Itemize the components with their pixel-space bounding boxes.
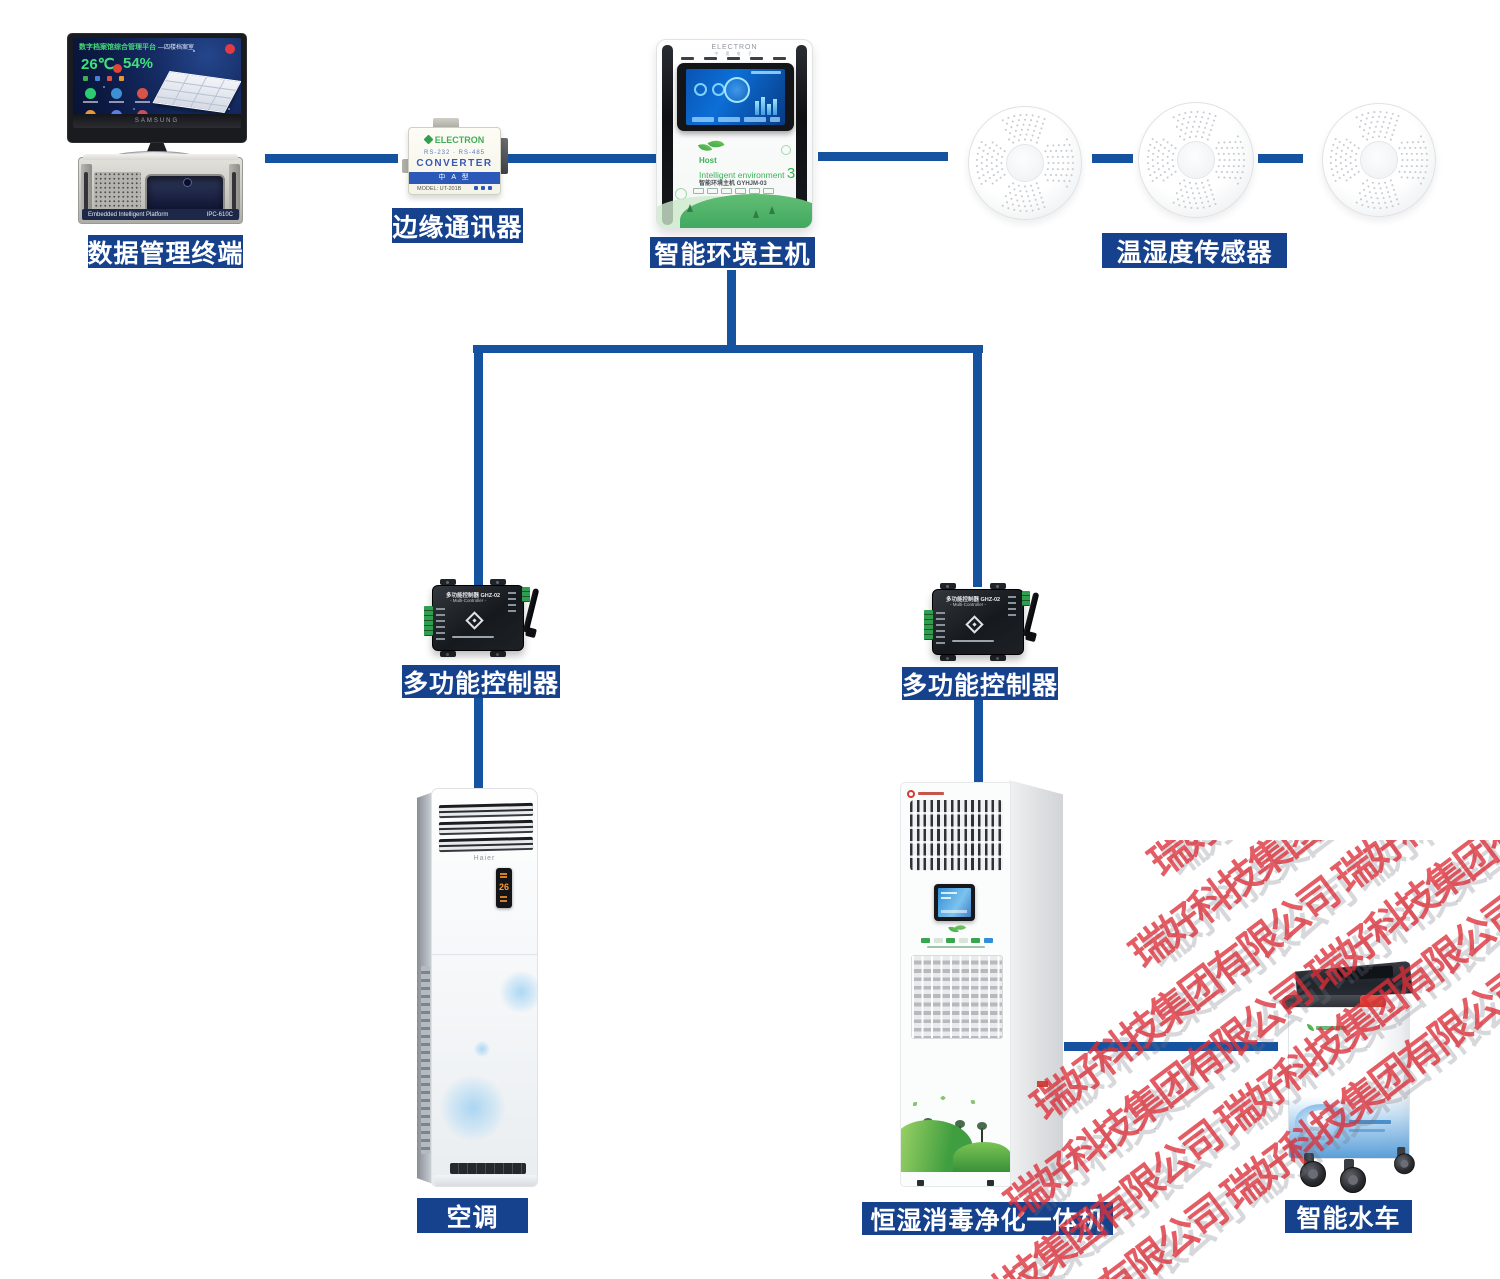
close-icon[interactable]: [225, 44, 235, 54]
app-button[interactable]: [83, 88, 98, 103]
terminal-block-icon: [522, 587, 530, 602]
horse-artwork: [1295, 1104, 1353, 1144]
label-cart: 智能水车: [1285, 1200, 1412, 1233]
cart-body: [1288, 1007, 1410, 1159]
line-ctrl-purifier: [974, 700, 983, 784]
label-host: 智能环境主机: [650, 237, 815, 269]
converter-terminal-block: [500, 138, 508, 174]
monitor-brand: SAMSUNG: [134, 118, 180, 124]
host-line2: Intelligent environment 3: [699, 165, 796, 182]
host-line1: Host: [699, 156, 717, 165]
cabinet-top-grille: [910, 800, 1003, 871]
line-converter-host: [504, 154, 656, 163]
cabinet-front-panel: [900, 782, 1011, 1187]
server-vent: [94, 172, 141, 216]
temp-reading: 26℃: [81, 56, 115, 73]
keylock: [183, 178, 192, 187]
cart-handle[interactable]: [1282, 995, 1386, 1010]
ac-front-panel: Haier 26: [431, 788, 538, 1187]
rack-handle: [229, 164, 240, 218]
alert-dot: [113, 64, 122, 73]
line-sensor1-sensor2: [1092, 154, 1133, 163]
terminal-block-icon: [424, 606, 433, 636]
monitor-stand: [146, 143, 168, 154]
host-badges: [693, 188, 774, 194]
water-cart: [1278, 955, 1420, 1193]
air-conditioner: Haier 26: [417, 788, 538, 1187]
converter-ports: RS-232 · RS-485: [423, 150, 486, 156]
leaf-icon: [948, 922, 967, 935]
warning-sticker: [1036, 1080, 1049, 1099]
label-ac: 空调: [417, 1198, 528, 1233]
terminal-block-icon: [924, 610, 933, 640]
multi-controller-right: 多功能控制器 GHZ-02 - Multi-Controller -: [922, 582, 1040, 662]
line-terminal-converter: [265, 154, 398, 163]
ac-display: 26: [496, 868, 512, 908]
temp-humidity-sensor-3: [1322, 103, 1436, 217]
cabinet-mid-grille: [911, 955, 1003, 1039]
temp-humidity-sensor-2: [1138, 102, 1254, 218]
line-ctrl-ac: [474, 698, 483, 790]
converter-db9-port: [402, 159, 409, 173]
host-model: 智能环境主机 GYHJM-03: [699, 181, 767, 187]
line-sensor2-sensor3: [1258, 154, 1303, 163]
line-bus: [473, 345, 983, 353]
ac-brand: Haier: [473, 855, 496, 862]
label-controller-right: 多功能控制器: [902, 667, 1058, 700]
converter-brand: ELECTRON: [409, 134, 500, 145]
humidity-reading: 54%: [123, 55, 154, 72]
multi-controller-left: 多功能控制器 GHZ-02 - Multi-Controller -: [422, 578, 540, 658]
line-host-down: [727, 270, 736, 349]
label-controller-left: 多功能控制器: [402, 665, 560, 698]
cabinet-artwork: [901, 1095, 1010, 1172]
monitor-screen: 数字档案馆综合管理平台 —四楼档案室 26℃ 54% SAMSUNG: [73, 38, 241, 128]
label-sensor: 温湿度传感器: [1102, 233, 1287, 268]
controller-subtitle: - Multi-Controller -: [950, 602, 987, 607]
converter-band: 中 A 型: [409, 172, 500, 184]
controller-subtitle: - Multi-Controller -: [450, 598, 487, 603]
server-drive-panel: [145, 174, 225, 214]
purifier-cabinet: [900, 780, 1063, 1189]
host-screen[interactable]: [677, 63, 794, 131]
converter-model: MODEL: UT-201B: [417, 186, 462, 192]
label-data-terminal: 数据管理终端: [88, 235, 243, 268]
leaf-logo-icon: [697, 136, 725, 154]
cart-lid: [1295, 961, 1413, 999]
line-branch-right: [973, 345, 982, 587]
line-purifier-cart: [1064, 1042, 1278, 1051]
converter-name: CONVERTER: [416, 158, 493, 169]
rack-handle: [81, 164, 92, 218]
monitor: 数字档案馆综合管理平台 —四楼档案室 26℃ 54% SAMSUNG: [67, 33, 247, 143]
host-speaker-left: [662, 45, 673, 225]
ac-outlet: [450, 1163, 526, 1174]
line-host-sensor: [818, 152, 948, 161]
converter-top-connector: [433, 118, 459, 129]
cabinet-buttons[interactable]: [921, 938, 993, 943]
cabinet-screen[interactable]: [934, 884, 975, 921]
controller-title: 多功能控制器 GHZ-02: [446, 593, 501, 599]
cart-brand-logo: [1307, 1024, 1346, 1031]
terminal-block-icon: [1022, 591, 1030, 606]
edge-converter: ELECTRON RS-232 · RS-485 CONVERTER 中 A 型…: [408, 127, 501, 195]
label-purifier: 恒湿消毒净化一体机: [862, 1202, 1113, 1235]
converter-leds: [474, 186, 492, 190]
temp-humidity-sensor-1: [968, 106, 1082, 220]
cabinet-side-panel: [1009, 780, 1063, 1189]
app-button[interactable]: [109, 88, 124, 103]
building-3d-model: [152, 70, 241, 114]
host-speaker-right: [796, 45, 807, 225]
controller-title: 多功能控制器 GHZ-02: [946, 597, 1001, 603]
dashboard-title: 数字档案馆综合管理平台 —四楼档案室: [79, 44, 194, 51]
cabinet-brand-logo: [907, 790, 947, 798]
label-edge-communicator: 边缘通讯器: [392, 208, 523, 243]
brand-diamond-icon: [423, 134, 434, 145]
app-button[interactable]: [135, 88, 150, 103]
line-branch-left: [474, 345, 483, 585]
